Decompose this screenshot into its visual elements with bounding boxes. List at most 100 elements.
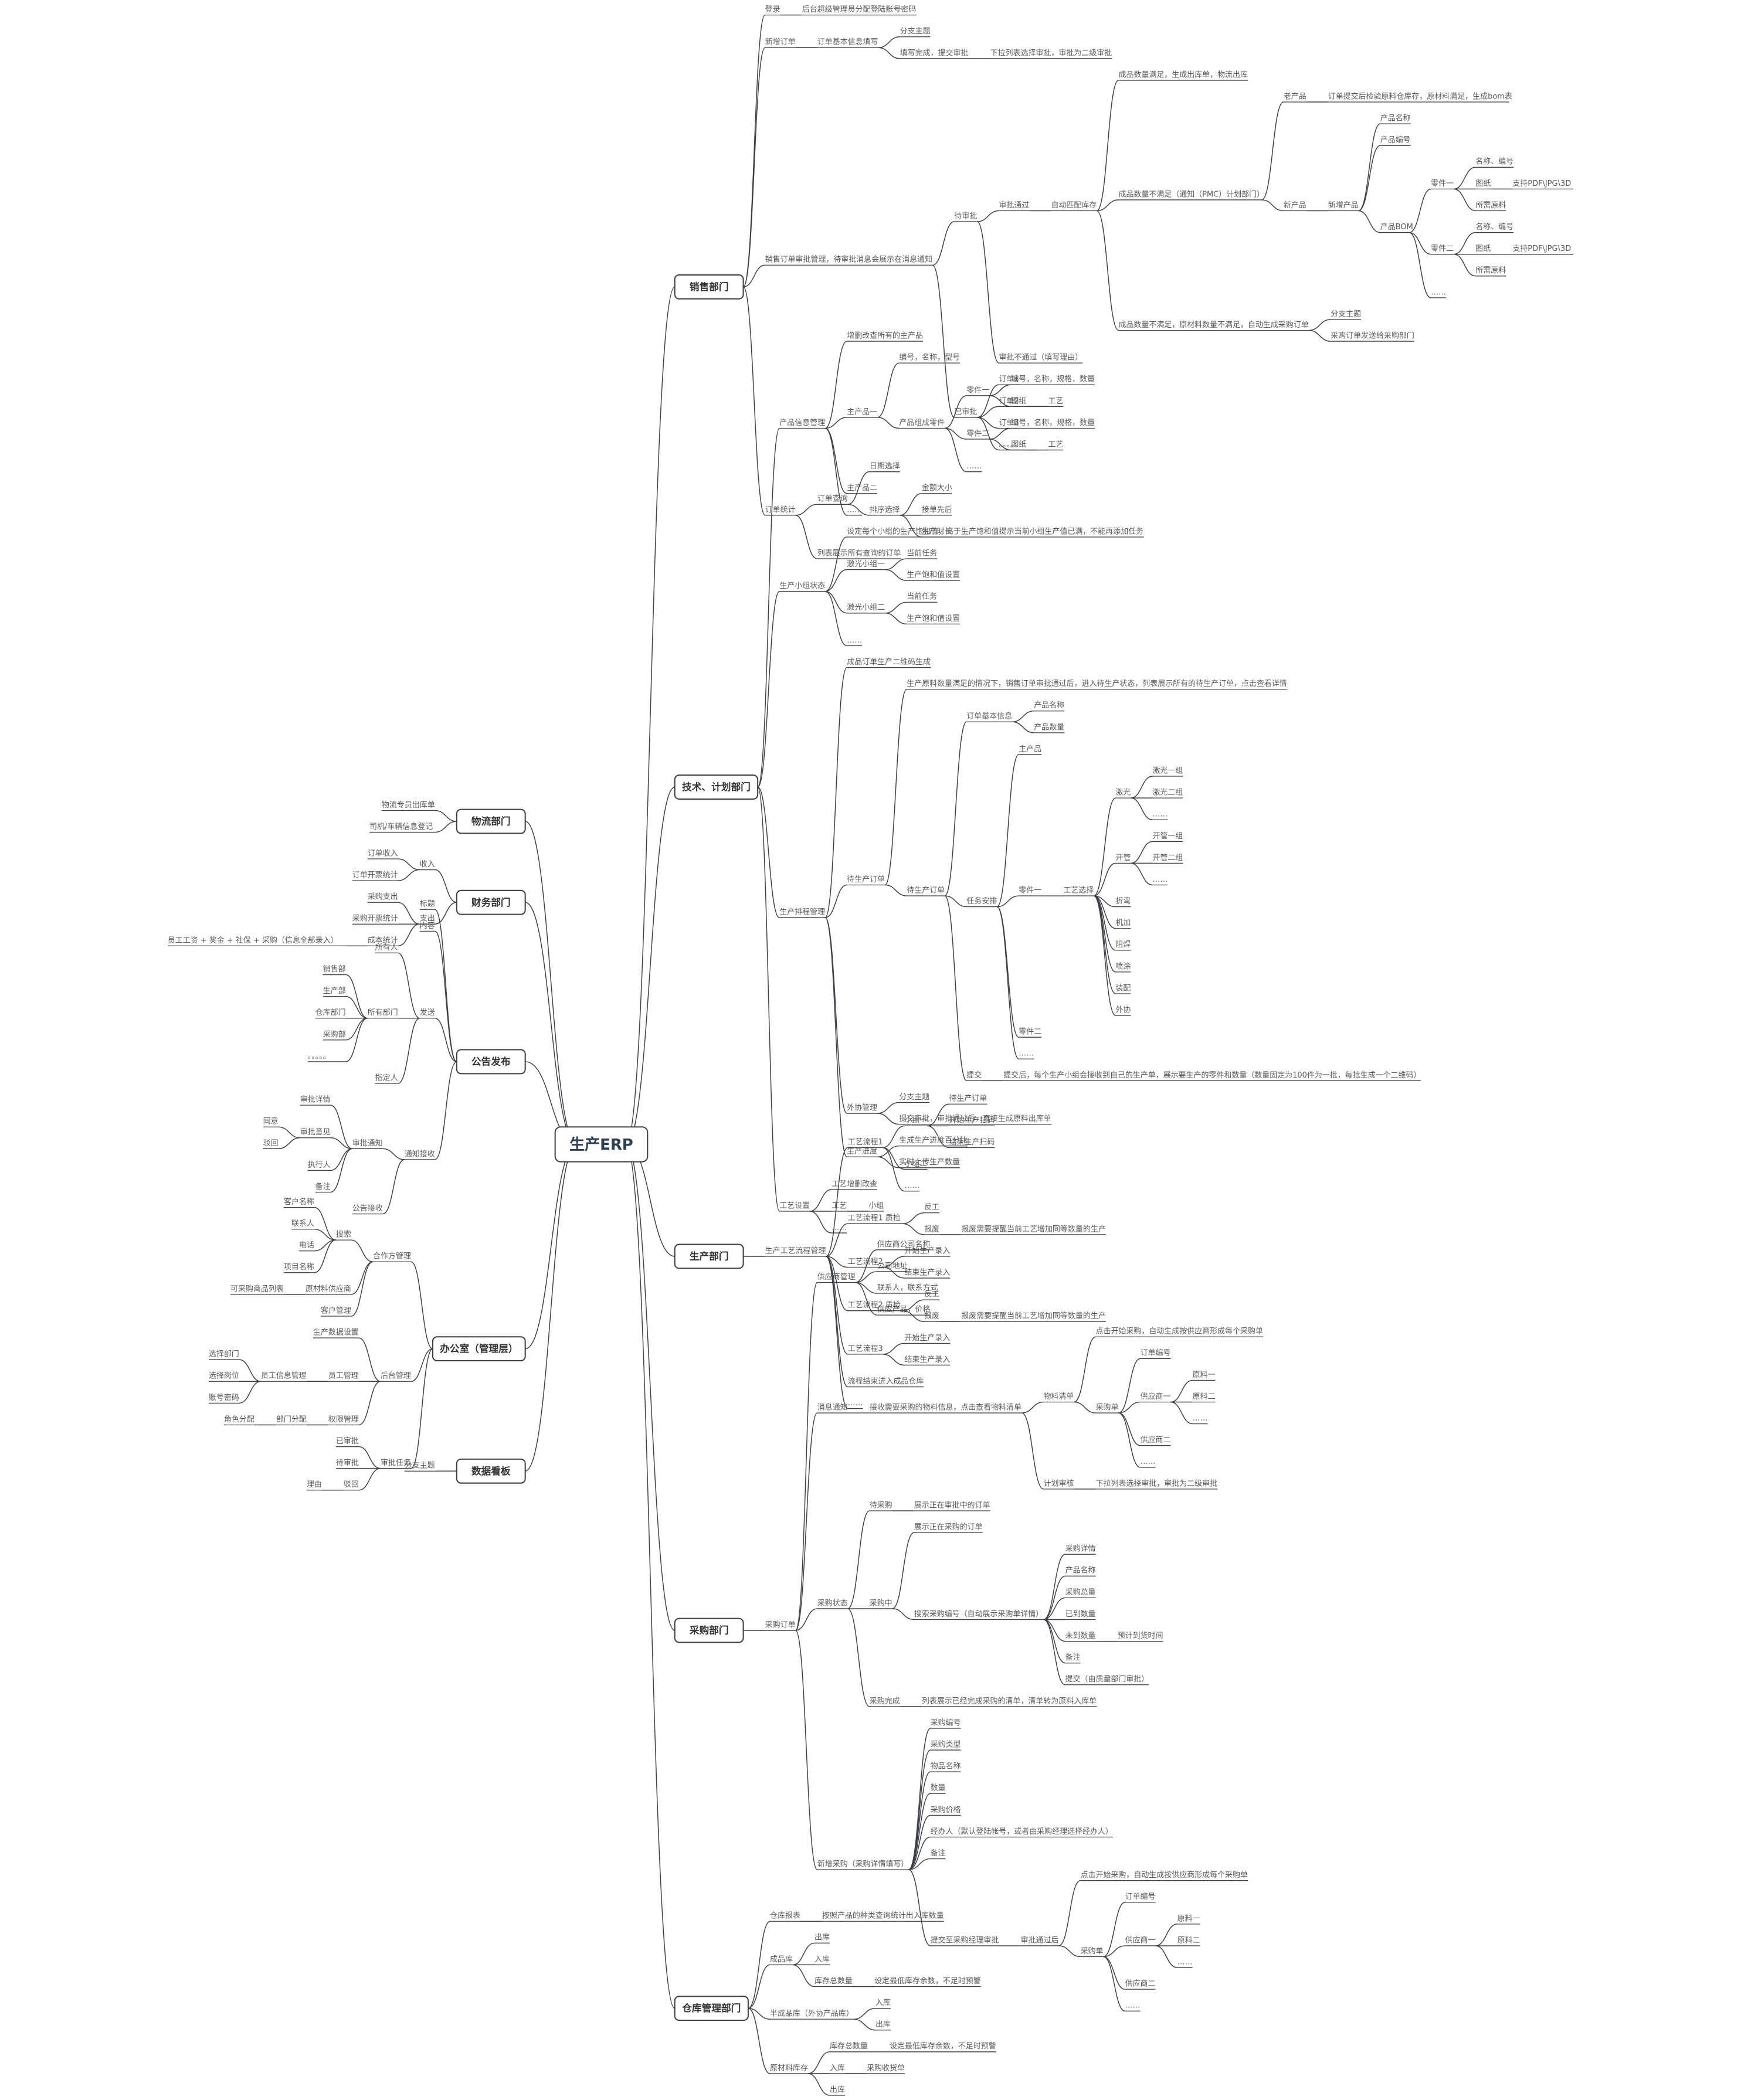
topic-图纸[interactable]: 图纸	[1475, 244, 1491, 255]
topic-后台超级管理员分配登陆账号密[interactable]: 后台超级管理员分配登陆账号密码	[802, 5, 917, 16]
topic-销售部[interactable]: 销售部	[323, 964, 346, 976]
topic-物流专员出库单[interactable]: 物流专员出库单	[382, 800, 435, 811]
topic-已审批[interactable]: 已审批	[336, 1437, 359, 1447]
topic-员工工资奖金社保采购信息全部[interactable]: 员工工资 + 奖金 + 社保 + 采购（信息全部录入）	[167, 936, 346, 947]
topic-主产品[interactable]: 主产品	[1019, 745, 1042, 755]
branch-物流部门[interactable]: 物流部门	[456, 808, 526, 834]
topic-node[interactable]: ……	[832, 1224, 847, 1234]
topic-半成品库外协产品库[interactable]: 半成品库（外协产品库）	[770, 2009, 854, 2020]
topic-node[interactable]: ……	[1019, 1049, 1034, 1059]
topic-订单编号[interactable]: 订单编号	[1141, 1349, 1171, 1359]
topic-采购订单发送给采购部门[interactable]: 采购订单发送给采购部门	[1331, 331, 1415, 342]
topic-供应产品价格[interactable]: 供应产品，价格	[877, 1305, 931, 1316]
topic-折弯[interactable]: 折弯	[1115, 896, 1131, 908]
topic-数量[interactable]: 数量	[931, 1784, 946, 1794]
topic-电话[interactable]: 电话	[299, 1241, 314, 1252]
topic-生产原料数量满足的情况下销售[interactable]: 生产原料数量满足的情况下，销售订单审批通过后，进入待生产状态，列表展示所有的待生…	[907, 679, 1288, 690]
topic-订单收入[interactable]: 订单收入	[367, 849, 398, 859]
topic-所有人[interactable]: 所有人	[375, 943, 398, 954]
topic-激光一组[interactable]: 激光一组	[1152, 766, 1183, 777]
topic-权限管理[interactable]: 权限管理	[328, 1415, 359, 1426]
topic-采购编号[interactable]: 采购编号	[931, 1718, 961, 1729]
topic-收入[interactable]: 收入	[420, 860, 435, 871]
topic-供应商二[interactable]: 供应商二	[1141, 1435, 1171, 1446]
topic-生产饱和值设置[interactable]: 生产饱和值设置	[907, 614, 961, 625]
topic-已到数量[interactable]: 已到数量	[1065, 1610, 1096, 1620]
topic-员工管理[interactable]: 员工管理	[328, 1372, 359, 1382]
topic-指定人[interactable]: 指定人	[375, 1073, 398, 1084]
topic-生产数据设置[interactable]: 生产数据设置	[313, 1328, 359, 1338]
topic-采购开票统计[interactable]: 采购开票统计	[352, 914, 398, 925]
topic-工艺[interactable]: 工艺	[1048, 397, 1063, 407]
topic-名称编号[interactable]: 名称、编号	[1475, 157, 1514, 168]
topic-项目名称[interactable]: 项目名称	[283, 1262, 314, 1273]
topic-开始生产录入[interactable]: 开始生产录入	[904, 1246, 951, 1257]
topic-小组[interactable]: 小组	[868, 1201, 884, 1212]
topic-分支主题[interactable]: 分支主题	[405, 1462, 435, 1472]
topic-采购价格[interactable]: 采购价格	[931, 1805, 961, 1816]
topic-主产品二[interactable]: 主产品二	[847, 484, 878, 494]
topic-合作方管理[interactable]: 合作方管理	[373, 1252, 411, 1262]
topic-入库[interactable]: 入库	[830, 2063, 845, 2074]
topic-账号密码[interactable]: 账号密码	[209, 1393, 239, 1404]
topic-订单基本信息[interactable]: 订单基本信息	[966, 712, 1013, 722]
topic-待审批[interactable]: 待审批	[954, 212, 978, 222]
topic-工艺[interactable]: 工艺	[832, 1201, 847, 1212]
topic-审批任务[interactable]: 审批任务	[381, 1458, 411, 1469]
topic-工艺流程3[interactable]: 工艺流程3	[848, 1344, 883, 1355]
topic-登录[interactable]: 登录	[765, 5, 780, 16]
topic-名称编号[interactable]: 名称、编号	[1475, 222, 1514, 233]
topic-编号名称规格数量[interactable]: 编号，名称，规格，数量	[1011, 375, 1095, 385]
topic-开始生产扫码[interactable]: 开始生产扫码	[949, 1116, 995, 1127]
topic-同意[interactable]: 同意	[263, 1117, 279, 1127]
topic-node[interactable]: ……	[966, 462, 982, 473]
topic-部门分配[interactable]: 部门分配	[276, 1415, 307, 1426]
topic-待生产订单[interactable]: 待生产订单	[907, 886, 945, 896]
topic-成品数量不满足通知PMC计划[interactable]: 成品数量不满足（通知（PMC）计划部门）	[1119, 190, 1265, 201]
topic-消息通知[interactable]: 消息通知	[817, 1403, 848, 1413]
topic-原材料供应商[interactable]: 原材料供应商	[305, 1284, 351, 1295]
topic-原料二[interactable]: 原料二	[1193, 1392, 1216, 1403]
topic-激光小组二[interactable]: 激光小组二	[847, 603, 885, 614]
topic-采购类型[interactable]: 采购类型	[931, 1740, 961, 1751]
topic-待生产订单[interactable]: 待生产订单	[949, 1095, 987, 1105]
topic-产品名称[interactable]: 产品名称	[1065, 1566, 1096, 1576]
topic-小组一[interactable]: 小组一	[904, 1116, 928, 1127]
topic-生产饱和值设置[interactable]: 生产饱和值设置	[907, 570, 961, 581]
topic-排序选择[interactable]: 排序选择	[870, 505, 900, 516]
topic-工艺流程1[interactable]: 工艺流程1	[848, 1138, 883, 1148]
topic-供应商一[interactable]: 供应商一	[1125, 1935, 1156, 1946]
topic-新产品[interactable]: 新产品	[1284, 201, 1306, 212]
topic-设定最低库存余数不足时预警[interactable]: 设定最低库存余数，不足时预警	[874, 1976, 981, 1987]
topic-展示正在采购的订单[interactable]: 展示正在采购的订单	[914, 1523, 983, 1533]
topic-后台管理[interactable]: 后台管理	[381, 1372, 411, 1382]
topic-分支主题[interactable]: 分支主题	[900, 27, 931, 38]
topic-node[interactable]: ……	[1193, 1414, 1208, 1425]
topic-选择岗位[interactable]: 选择岗位	[209, 1372, 239, 1382]
topic-node[interactable]: ……	[847, 505, 863, 516]
topic-node[interactable]: ……	[848, 1399, 863, 1409]
topic-客户名称[interactable]: 客户名称	[283, 1197, 314, 1208]
topic-生产小组状态[interactable]: 生产小组状态	[779, 582, 826, 592]
topic-物料清单[interactable]: 物料清单	[1044, 1392, 1074, 1403]
topic-提交[interactable]: 提交	[966, 1071, 982, 1082]
topic-采购中[interactable]: 采购中	[870, 1598, 892, 1609]
topic-仓库部门[interactable]: 仓库部门	[315, 1008, 346, 1019]
topic-提交后每个生产小组会接收到自[interactable]: 提交后，每个生产小组会接收到自己的生产单，展示要生产的零件和数量（数量固定为10…	[1003, 1071, 1421, 1082]
topic-工艺选择[interactable]: 工艺选择	[1063, 886, 1094, 896]
topic-node[interactable]: ……	[1152, 875, 1168, 886]
topic-采购单[interactable]: 采购单	[1096, 1403, 1119, 1413]
topic-物品名称[interactable]: 物品名称	[931, 1762, 961, 1772]
topic-图纸[interactable]: 图纸	[1475, 179, 1491, 190]
topic-产品编号[interactable]: 产品编号	[1380, 136, 1411, 146]
topic-出库[interactable]: 出库	[830, 2085, 845, 2096]
topic-待采购[interactable]: 待采购	[870, 1500, 892, 1511]
topic-报废需要提醒当前工艺增加同等[interactable]: 报废需要提醒当前工艺增加同等数量的生产	[961, 1224, 1106, 1235]
topic-库存总数量[interactable]: 库存总数量	[830, 2041, 868, 2053]
topic-订单编号[interactable]: 订单编号	[1125, 1892, 1156, 1903]
topic-支持PDFJPG3D[interactable]: 支持PDF\JPG\3D	[1512, 244, 1574, 255]
topic-编号名称规格数量[interactable]: 编号，名称，规格，数量	[1011, 418, 1095, 429]
topic-编号名称型号[interactable]: 编号，名称，型号	[899, 353, 961, 363]
topic-node[interactable]: 。。。。。	[307, 1052, 346, 1062]
topic-订单基本信息填写[interactable]: 订单基本信息填写	[817, 38, 878, 48]
